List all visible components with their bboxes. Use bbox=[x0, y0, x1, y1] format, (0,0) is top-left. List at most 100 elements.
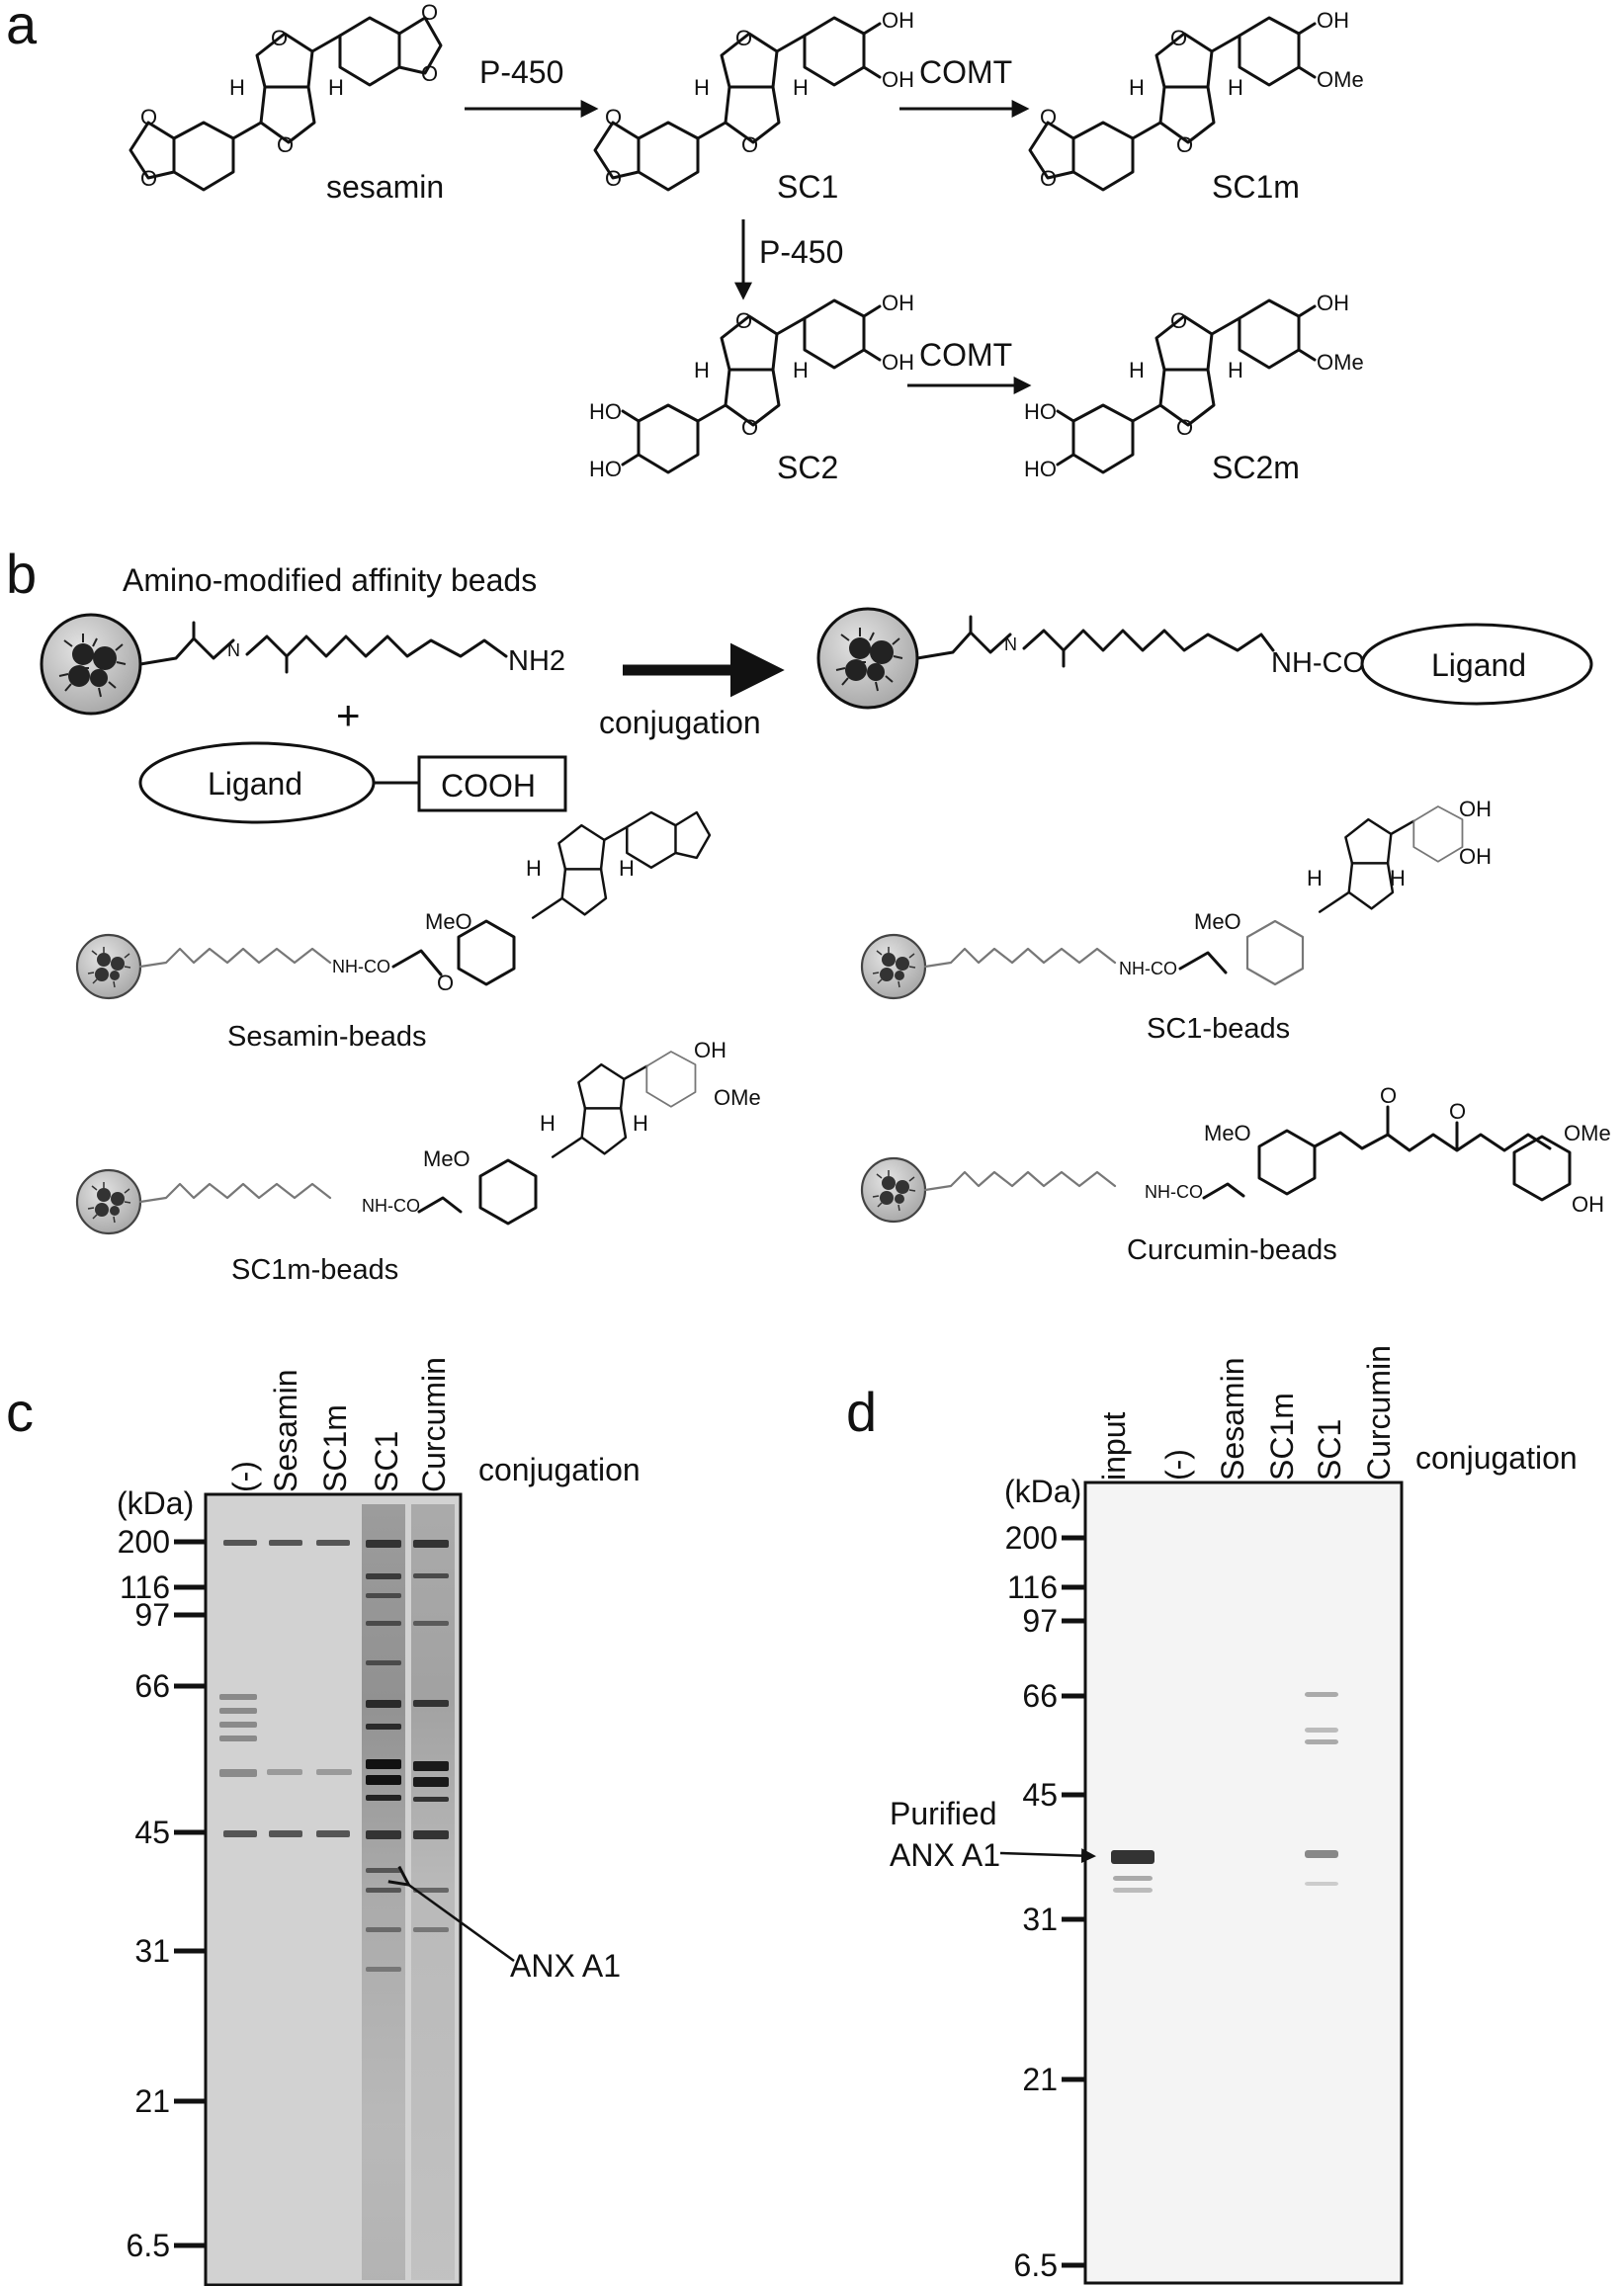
gel-band bbox=[1305, 1850, 1338, 1858]
atom-h: H bbox=[540, 1111, 556, 1136]
lane-label: (-) bbox=[226, 1461, 262, 1492]
atom-o: O bbox=[605, 166, 622, 191]
gel-band bbox=[413, 1621, 449, 1626]
atom-o: O bbox=[1449, 1099, 1466, 1124]
gel-band bbox=[366, 1759, 401, 1769]
bead-label-curcumin: Curcumin-beads bbox=[1127, 1234, 1337, 1266]
gel-band bbox=[366, 1775, 401, 1785]
atom-oh: OH bbox=[1317, 291, 1349, 315]
gel-band bbox=[413, 1830, 449, 1839]
gel-band bbox=[1305, 1692, 1338, 1697]
annotation-purified: Purified bbox=[890, 1796, 997, 1831]
amide-linker: NH-CO bbox=[362, 1196, 420, 1216]
lane-label: SC1m bbox=[317, 1404, 353, 1492]
gel-c bbox=[204, 1492, 463, 2286]
marker-label: 66 bbox=[1022, 1678, 1058, 1714]
enzyme-label-comt: COMT bbox=[919, 54, 1012, 90]
atom-o: O bbox=[1170, 308, 1187, 333]
compound-label-sc1m: SC1m bbox=[1212, 169, 1300, 205]
atom-o: O bbox=[1040, 166, 1057, 191]
amide-linker: NH-CO bbox=[1145, 1182, 1203, 1202]
gel-band bbox=[413, 1700, 449, 1707]
atom-o: O bbox=[1170, 26, 1187, 50]
atom-h: H bbox=[694, 75, 710, 100]
conjugation-label: conjugation bbox=[1415, 1440, 1578, 1476]
gel-band bbox=[366, 1888, 401, 1893]
enzyme-label-p450: P-450 bbox=[759, 234, 843, 270]
atom-ome: OMe bbox=[1317, 67, 1364, 92]
atom-h: H bbox=[229, 75, 245, 100]
lane-label: input bbox=[1096, 1412, 1132, 1482]
atom-h: H bbox=[793, 75, 809, 100]
gel-band bbox=[1305, 1728, 1338, 1733]
gel-band bbox=[269, 1830, 302, 1837]
panel-c-letter: c bbox=[6, 1381, 34, 1443]
atom-o: O bbox=[421, 61, 438, 86]
atom-h: H bbox=[694, 358, 710, 382]
atom-ome: OMe bbox=[1564, 1121, 1611, 1145]
gel-band bbox=[1305, 1739, 1338, 1744]
annotation-anx-a1: ANX A1 bbox=[510, 1948, 621, 1984]
marker-label: 45 bbox=[134, 1815, 170, 1850]
amino-beads-title: Amino-modified affinity beads bbox=[123, 562, 537, 598]
gel-band bbox=[316, 1830, 350, 1837]
panel-a: a O O H H O O O O sesamin P-450 bbox=[6, 0, 1364, 485]
gel-band bbox=[366, 1621, 401, 1626]
gel-band bbox=[316, 1769, 352, 1775]
marker-label: 31 bbox=[134, 1933, 170, 1969]
gel-band bbox=[269, 1540, 302, 1546]
marker-label: 6.5 bbox=[1014, 2247, 1058, 2283]
conjugation-label: conjugation bbox=[599, 705, 761, 740]
marker-label: 97 bbox=[1022, 1603, 1058, 1639]
curcumin-beads-structure: NH-CO MeO O O OMe OH Curcumin-beads bbox=[860, 1083, 1611, 1266]
atom-o: O bbox=[741, 132, 758, 157]
lane-label: Curcumin bbox=[416, 1357, 452, 1492]
atom-oh: OH bbox=[1459, 797, 1492, 821]
atom-o: O bbox=[421, 0, 438, 25]
gel-band bbox=[366, 1573, 401, 1579]
gel-band bbox=[413, 1888, 449, 1893]
atom-oh: OH bbox=[1317, 8, 1349, 33]
methoxy-label: MeO bbox=[1194, 909, 1241, 934]
gel-band bbox=[366, 1868, 401, 1873]
gel-d bbox=[1083, 1481, 1404, 2285]
atom-h: H bbox=[1390, 866, 1406, 890]
methoxy-label: MeO bbox=[1204, 1121, 1251, 1145]
unit-label: (kDa) bbox=[117, 1485, 194, 1521]
atom-o: O bbox=[605, 105, 622, 129]
atom-o: O bbox=[271, 26, 288, 50]
bead-label-sc1: SC1-beads bbox=[1147, 1013, 1290, 1045]
compound-label-sc2: SC2 bbox=[777, 450, 838, 485]
gel-band bbox=[219, 1722, 257, 1728]
atom-h: H bbox=[793, 358, 809, 382]
marker-label: 66 bbox=[134, 1668, 170, 1704]
atom-oh: OH bbox=[882, 8, 914, 33]
atom-o: O bbox=[741, 415, 758, 440]
atom-ome: OMe bbox=[714, 1085, 761, 1110]
lane-label: (-) bbox=[1159, 1449, 1195, 1481]
sc2m-structure: O O H H OH OMe HO HO bbox=[1024, 291, 1364, 481]
linker-n: N bbox=[1004, 635, 1017, 654]
atom-o: O bbox=[140, 166, 157, 191]
cooh-label: COOH bbox=[441, 768, 536, 804]
gel-band bbox=[413, 1777, 449, 1787]
methoxy-label: MeO bbox=[423, 1146, 470, 1171]
gel-band bbox=[366, 1700, 401, 1708]
atom-o: O bbox=[1176, 132, 1193, 157]
atom-h: H bbox=[1129, 358, 1145, 382]
gel-band bbox=[366, 1660, 401, 1665]
affinity-bead bbox=[816, 607, 919, 710]
atom-o: O bbox=[735, 308, 752, 333]
amide-linker: NH-CO- bbox=[1271, 647, 1375, 679]
ligand-label: Ligand bbox=[208, 766, 302, 802]
lane-label: SC1 bbox=[369, 1431, 404, 1492]
bead-label-sc1m: SC1m-beads bbox=[231, 1254, 398, 1286]
atom-o: O bbox=[1040, 105, 1057, 129]
atom-ho: HO bbox=[589, 399, 622, 424]
compound-label-sc1: SC1 bbox=[777, 169, 838, 205]
sc1-beads-structure: NH-CO MeO H H OH OH SC1-beads bbox=[860, 797, 1492, 1045]
atom-h: H bbox=[328, 75, 344, 100]
atom-oh: OH bbox=[1459, 844, 1492, 869]
